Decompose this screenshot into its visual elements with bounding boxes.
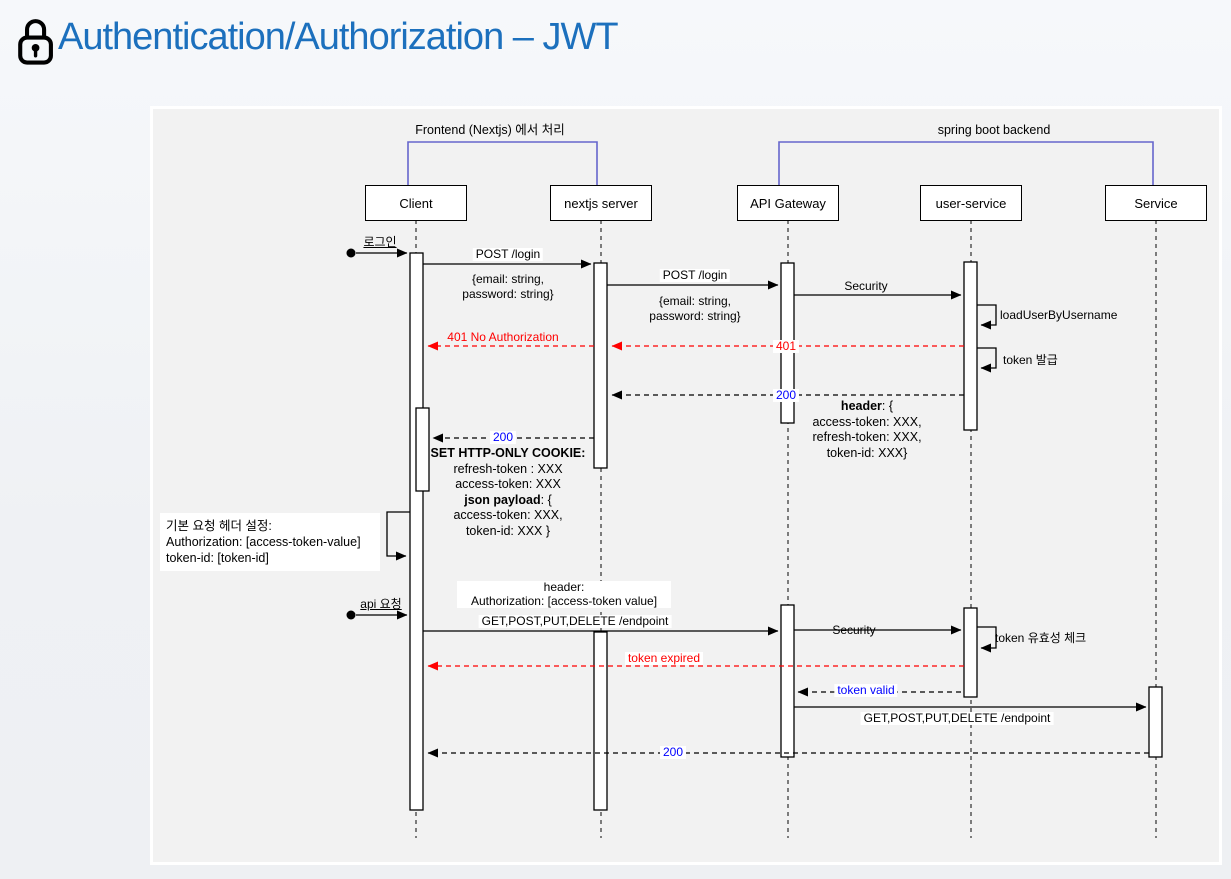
activation-gateway-2 — [780, 604, 795, 758]
label-get-endpoint-2: GET,POST,PUT,DELETE /endpoint — [860, 712, 1054, 725]
api-found-dot — [346, 610, 356, 620]
note-set-cookie: SET HTTP-ONLY COOKIE: refresh-token : XX… — [430, 446, 586, 538]
backend-group-bracket — [778, 141, 1154, 185]
note-header-token: header: { access-token: XXX, refresh-tok… — [812, 399, 922, 460]
solid-messages — [356, 248, 1147, 712]
label-get-endpoint-1: GET,POST,PUT,DELETE /endpoint — [478, 615, 672, 628]
note-default-headers: 기본 요청 헤더 설정: Authorization: [access-toke… — [160, 513, 380, 571]
participant-service: Service — [1105, 185, 1207, 221]
label-token-expired: token expired — [624, 652, 704, 665]
group-label-frontend: Frontend (Nextjs) 에서 처리 — [413, 123, 567, 137]
activation-nextjs-1 — [593, 262, 608, 469]
label-200-front: 200 — [489, 431, 517, 444]
label-login-trigger: 로그인 — [363, 235, 397, 249]
participant-client: Client — [365, 185, 467, 221]
diagram-panel — [150, 106, 1222, 865]
group-label-backend: spring boot backend — [935, 123, 1053, 137]
participant-user-service: user-service — [920, 185, 1022, 221]
arrow-load-user-self — [977, 304, 997, 330]
frontend-group-bracket — [407, 141, 598, 185]
login-found-dot — [346, 248, 356, 258]
note-request-header: header: Authorization: [access-token val… — [457, 580, 671, 608]
label-login-body-2: {email: string, password: string} — [649, 294, 741, 323]
label-security-2: Security — [832, 623, 876, 637]
participant-nextjs-server: nextjs server — [550, 185, 652, 221]
activation-userservice-1 — [963, 261, 978, 431]
lock-icon — [18, 19, 53, 65]
label-token-issue: token 발급 — [1003, 353, 1058, 367]
activation-nextjs-2 — [593, 631, 608, 811]
label-post-login-1: POST /login — [472, 248, 544, 261]
label-login-body-1: {email: string, password: string} — [462, 272, 554, 301]
label-api-trigger: api 요청 — [360, 597, 402, 611]
label-token-valid: token valid — [834, 684, 898, 697]
label-security-1: Security — [842, 279, 890, 293]
label-token-check: token 유효성 체크 — [995, 631, 1087, 645]
arrow-default-header-self — [386, 511, 410, 561]
label-200-final: 200 — [659, 746, 687, 759]
label-200-backend: 200 — [772, 389, 800, 402]
page-title: Authentication/Authorization – JWT — [58, 16, 619, 58]
activation-client-nested — [415, 407, 430, 492]
activation-client — [409, 252, 424, 811]
label-401-no-authorization: 401 No Authorization — [445, 330, 561, 344]
participant-api-gateway: API Gateway — [737, 185, 839, 221]
group-brackets — [407, 141, 1154, 185]
label-401: 401 — [772, 340, 800, 353]
activation-service — [1148, 686, 1163, 758]
arrow-token-issue-self — [977, 347, 997, 373]
label-post-login-2: POST /login — [659, 269, 731, 282]
label-load-user: loadUserByUsername — [1000, 308, 1118, 322]
activation-userservice-2 — [963, 607, 978, 698]
found-message-dots — [346, 248, 356, 620]
arrow-token-check-self — [977, 626, 997, 653]
